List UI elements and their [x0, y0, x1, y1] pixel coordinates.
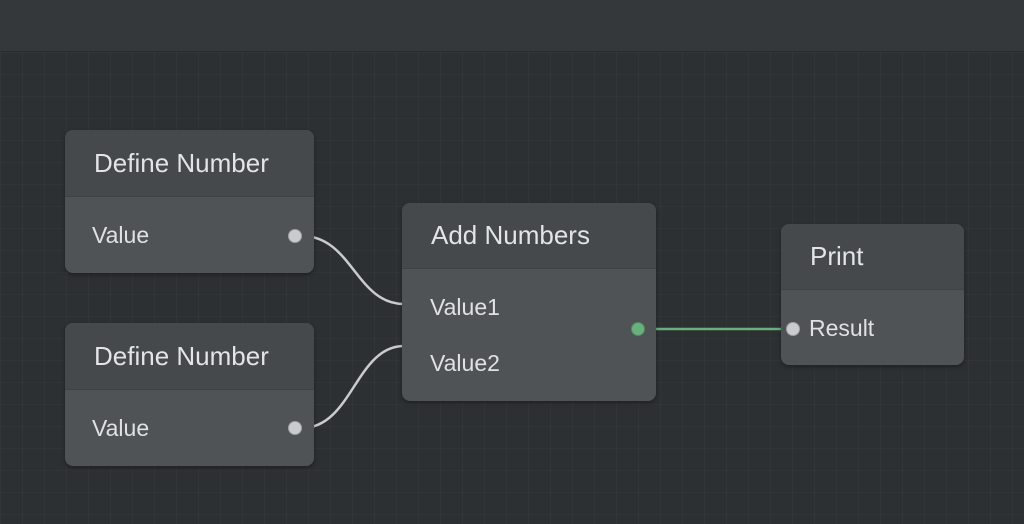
node-add-numbers[interactable]: Add Numbers Value1 Value2	[402, 203, 656, 401]
input-label-result: Result	[809, 315, 875, 341]
input-port-result[interactable]	[786, 322, 800, 336]
input-label-value1: Value1	[430, 294, 500, 320]
node-define-number-1[interactable]: Define Number Value	[65, 130, 314, 273]
output-port-value[interactable]	[288, 229, 302, 243]
output-label-value: Value	[92, 415, 150, 441]
node-header[interactable]: Add Numbers	[402, 203, 656, 269]
node-title: Print	[810, 241, 864, 271]
node-define-number-2[interactable]: Define Number Value	[65, 323, 314, 466]
node-print[interactable]: Print Result	[781, 224, 964, 365]
input-label-value2: Value2	[430, 350, 500, 376]
node-title: Add Numbers	[431, 220, 590, 250]
node-header[interactable]: Print	[781, 224, 964, 290]
node-title: Define Number	[94, 147, 269, 178]
node-header[interactable]: Define Number	[65, 130, 314, 197]
output-port-result[interactable]	[631, 322, 645, 336]
output-label-value: Value	[92, 222, 150, 248]
output-port-value[interactable]	[288, 421, 302, 435]
top-toolbar	[0, 0, 1024, 52]
node-header[interactable]: Define Number	[65, 323, 314, 390]
node-title: Define Number	[94, 340, 269, 371]
